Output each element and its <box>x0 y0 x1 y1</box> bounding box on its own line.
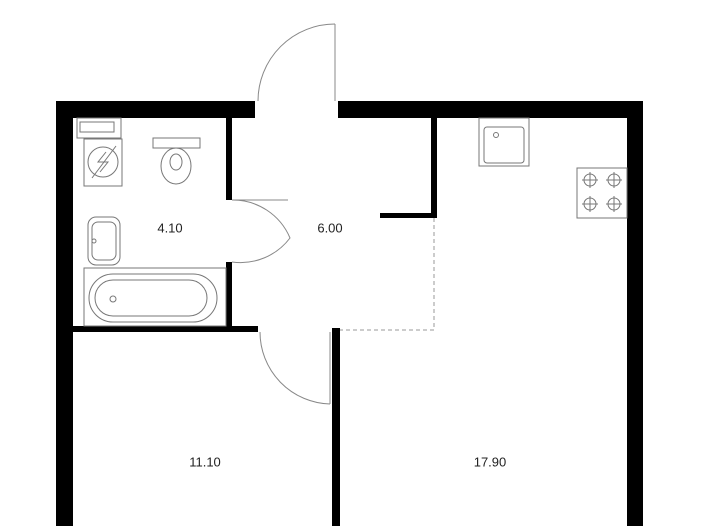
sink-icon <box>87 216 121 266</box>
walls <box>56 101 643 526</box>
entrance-door[interactable] <box>257 23 336 102</box>
toilet-icon <box>152 137 201 149</box>
stove-icon <box>576 167 628 219</box>
hallway-area-label: 6.00 <box>317 220 343 236</box>
bathroom-area-label: 4.10 <box>157 220 183 236</box>
kitchen-sink-icon <box>478 117 530 167</box>
bathroom-door[interactable] <box>231 199 291 264</box>
shelf-icon <box>76 117 122 139</box>
bedroom-area-label: 11.10 <box>189 454 221 470</box>
kitchen-zone-boundary <box>340 218 435 331</box>
bedroom-door[interactable] <box>259 331 331 405</box>
bathtub-icon <box>83 267 227 327</box>
bathroom-fixtures <box>76 117 227 327</box>
kitchen-fixtures <box>478 117 628 219</box>
washing-machine-icon <box>83 138 123 187</box>
living-kitchen-area-label: 17.90 <box>473 454 507 470</box>
